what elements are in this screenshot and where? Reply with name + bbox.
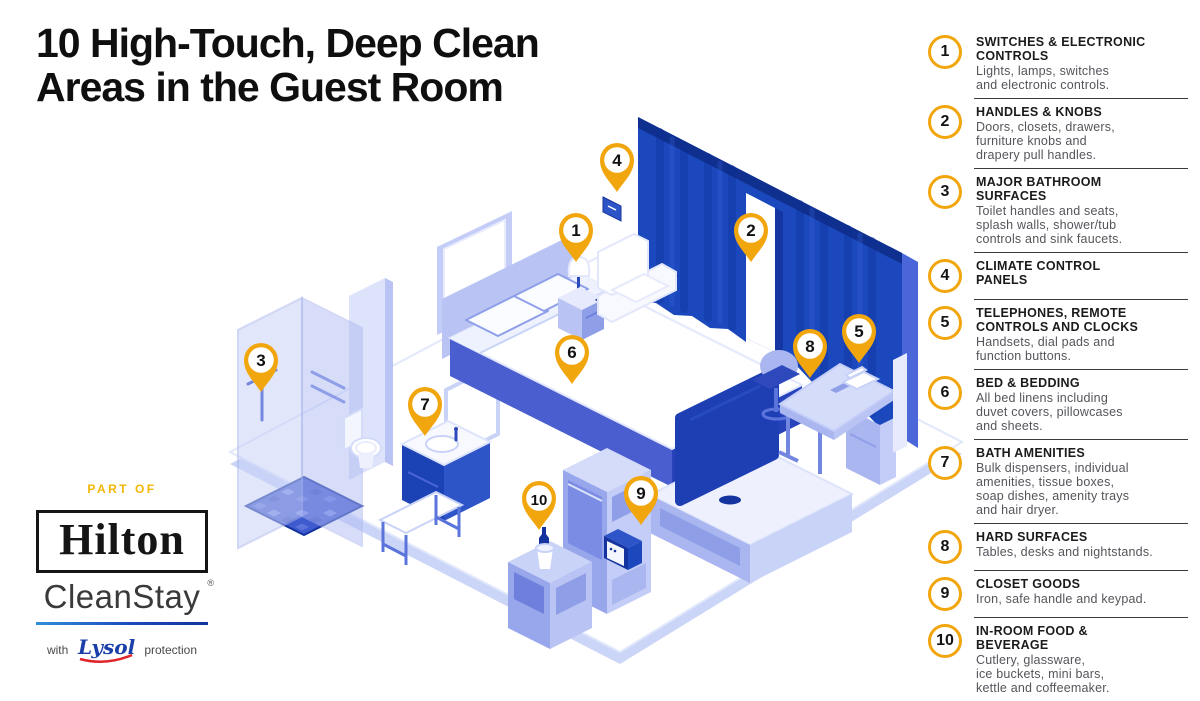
towel-bar (310, 370, 346, 404)
legend-title-1: SWITCHES & ELECTRONIC CONTROLS (976, 35, 1146, 63)
legend-number-1: 1 (928, 35, 962, 69)
svg-text:4: 4 (612, 151, 622, 170)
page-title: 10 High-Touch, Deep Clean Areas in the G… (36, 20, 540, 110)
legend-number-3: 3 (928, 175, 962, 209)
map-pin-9: 9 (624, 476, 658, 525)
legend-item-8: 8 HARD SURFACES Tables, desks and nights… (928, 523, 1190, 570)
part-of-label: PART OF (87, 482, 157, 496)
map-pin-5: 5 (842, 314, 876, 363)
legend-title-5: TELEPHONES, REMOTE CONTROLS AND CLOCKS (976, 306, 1139, 334)
floor-edge-right (893, 353, 907, 453)
toilet (343, 407, 382, 468)
legend-number-6: 6 (928, 376, 962, 410)
brand-block: PART OF Hilton ® CleanStay with Lysol pr… (36, 482, 214, 666)
sink-basin (425, 435, 459, 453)
hilton-logo: Hilton (36, 510, 208, 574)
legend-title-10: IN-ROOM FOOD & BEVERAGE (976, 624, 1088, 652)
svg-text:Lysol: Lysol (77, 635, 136, 659)
armchair (594, 232, 680, 324)
shower (237, 296, 365, 550)
legend-item-3: 3 MAJOR BATHROOM SURFACES Toilet handles… (928, 168, 1190, 252)
map-pin-6: 6 (555, 335, 589, 384)
legend-item-6: 6 BED & BEDDING All bed linens including… (928, 369, 1190, 439)
map-pins: 1 2 3 4 5 6 7 (244, 143, 876, 530)
svg-text:9: 9 (636, 484, 645, 503)
pillows (465, 273, 589, 337)
svg-text:2: 2 (746, 221, 755, 240)
legend-item-1: 1 SWITCHES & ELECTRONIC CONTROLS Lights,… (928, 28, 1190, 98)
map-pin-7: 7 (408, 387, 442, 436)
legend-title-4: CLIMATE CONTROL PANELS (976, 259, 1101, 287)
map-pin-10: 10 (522, 481, 556, 530)
faucet (454, 427, 458, 442)
map-pin-3: 3 (244, 343, 278, 392)
legend-title-9: CLOSET GOODS (976, 577, 1081, 591)
legend-number-4: 4 (928, 259, 962, 293)
telephone (830, 365, 881, 393)
lysol-logo: Lysol (77, 635, 136, 664)
legend-title-2: HANDLES & KNOBS (976, 105, 1103, 119)
map-pin-2: 2 (734, 213, 768, 262)
svg-text:6: 6 (567, 343, 576, 362)
legend-title-3: MAJOR BATHROOM SURFACES (976, 175, 1102, 203)
lamp-shade (567, 255, 591, 277)
cleanstay-logo: CleanStay (43, 578, 201, 616)
protection-label: protection (144, 643, 198, 658)
legend-number-5: 5 (928, 306, 962, 340)
minibar-cabinet (508, 541, 592, 649)
legend-desc-8: Tables, desks and nightstands. (976, 545, 1153, 559)
tv-console (647, 442, 855, 583)
legend-number-2: 2 (928, 105, 962, 139)
legend-number-7: 7 (928, 446, 962, 480)
luggage-bench (377, 490, 465, 565)
legend-item-10: 10 IN-ROOM FOOD & BEVERAGE Cutlery, glas… (928, 617, 1190, 701)
legend-item-2: 2 HANDLES & KNOBS Doors, closets, drawer… (928, 98, 1190, 168)
legend-desc-6: All bed linens including duvet covers, p… (976, 391, 1123, 433)
map-pin-1: 1 (559, 213, 593, 262)
legend-item-7: 7 BATH AMENITIES Bulk dispensers, indivi… (928, 439, 1190, 523)
brand-divider (36, 622, 208, 626)
svg-text:8: 8 (805, 337, 814, 356)
desk (778, 362, 896, 485)
with-label: with (46, 643, 69, 658)
legend-item-5: 5 TELEPHONES, REMOTE CONTROLS AND CLOCKS… (928, 299, 1190, 369)
legend-desc-1: Lights, lamps, switches and electronic c… (976, 64, 1110, 92)
legend-title-7: BATH AMENITIES (976, 446, 1086, 460)
legend-item-4: 4 CLIMATE CONTROL PANELS (928, 252, 1190, 299)
svg-text:5: 5 (854, 322, 863, 341)
tv (675, 367, 779, 506)
map-pin-4: 4 (600, 143, 634, 192)
legend-title-6: BED & BEDDING (976, 376, 1080, 390)
climate-control-panel (602, 196, 622, 222)
legend-desc-10: Cutlery, glassware, ice buckets, mini ba… (976, 653, 1110, 695)
legend-number-9: 9 (928, 577, 962, 611)
legend-number-8: 8 (928, 530, 962, 564)
svg-text:3: 3 (256, 351, 265, 370)
legend-desc-3: Toilet handles and seats, splash walls, … (976, 204, 1123, 246)
svg-text:10: 10 (531, 492, 548, 509)
map-pin-8: 8 (793, 329, 827, 378)
legend-title-8: HARD SURFACES (976, 530, 1088, 544)
legend-desc-7: Bulk dispensers, individual amenities, t… (976, 461, 1130, 517)
legend-desc-2: Doors, closets, drawers, furniture knobs… (976, 120, 1115, 162)
svg-text:1: 1 (571, 221, 580, 240)
ice-bucket (534, 527, 556, 571)
legend-desc-5: Handsets, dial pads and function buttons… (976, 335, 1115, 363)
legend-number-10: 10 (928, 624, 962, 658)
safe (604, 529, 642, 570)
svg-text:7: 7 (420, 395, 429, 414)
legend-desc-9: Iron, safe handle and keypad. (976, 592, 1147, 606)
legend: 1 SWITCHES & ELECTRONIC CONTROLS Lights,… (928, 28, 1190, 701)
registered-mark: ® (207, 578, 214, 588)
legend-item-9: 9 CLOSET GOODS Iron, safe handle and key… (928, 570, 1190, 617)
